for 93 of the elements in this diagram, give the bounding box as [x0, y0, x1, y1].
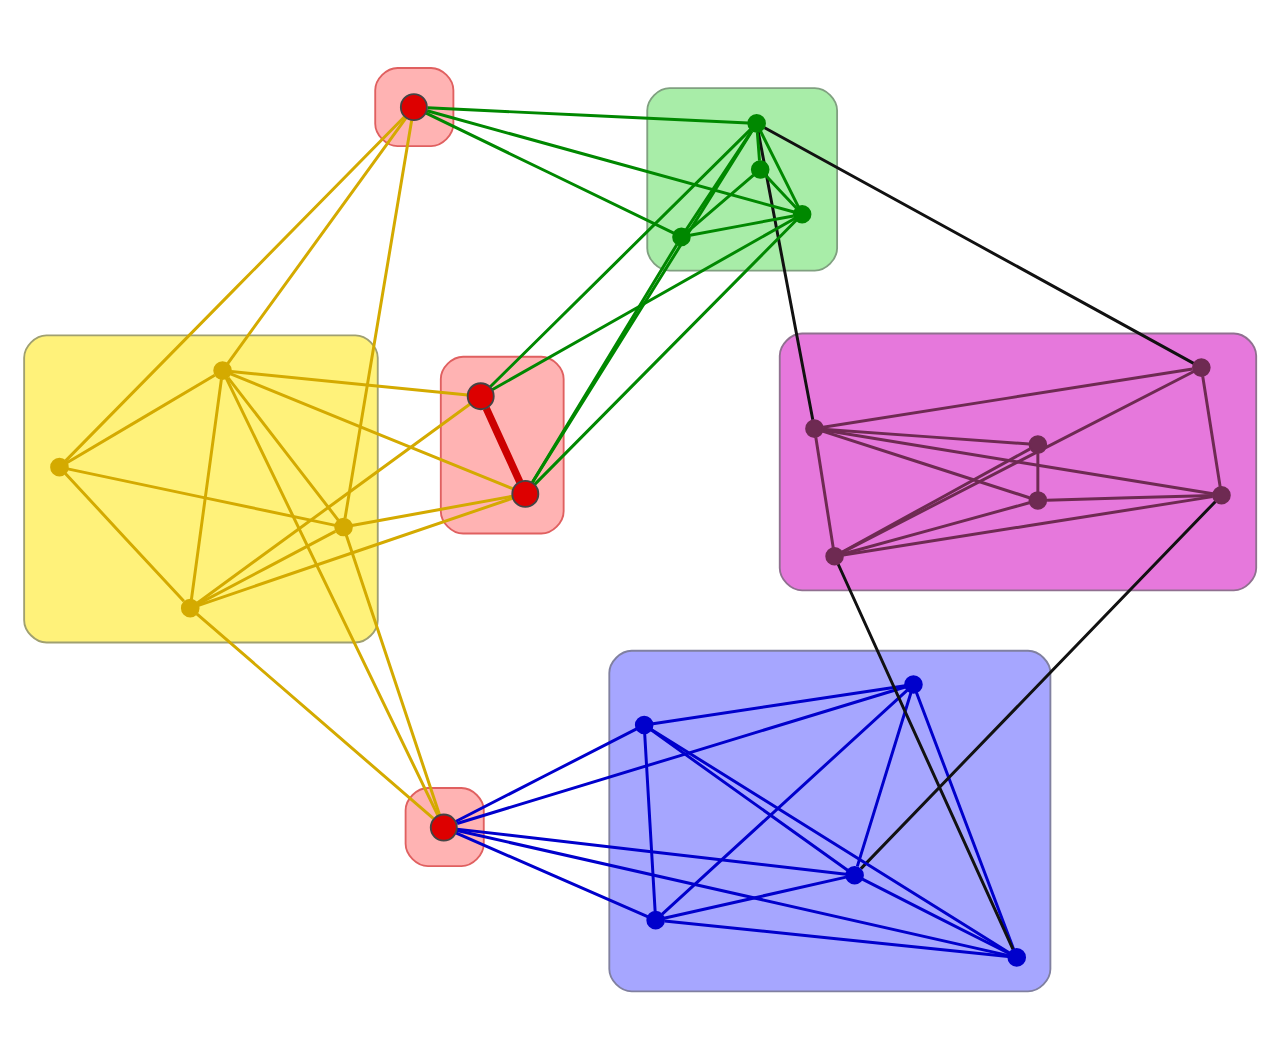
cluster	[778, 331, 1258, 591]
connector	[67, 466, 336, 526]
cluster	[646, 86, 838, 271]
node-circle	[634, 714, 654, 734]
connector	[822, 426, 1030, 445]
connector	[836, 562, 1015, 950]
node-circle	[1007, 947, 1027, 966]
connector	[456, 684, 906, 824]
connector	[765, 173, 798, 209]
connector	[195, 611, 435, 819]
connector	[482, 405, 524, 483]
connector	[64, 471, 185, 602]
node-circle	[825, 545, 844, 565]
connector	[1036, 452, 1040, 491]
node-circle	[466, 381, 495, 410]
connector	[198, 495, 514, 606]
connector	[842, 494, 1213, 556]
cluster	[608, 648, 1052, 992]
node-circle	[334, 516, 353, 536]
connector	[684, 129, 753, 230]
connector	[344, 533, 441, 815]
node-circle	[213, 360, 232, 379]
node-circle	[904, 674, 923, 693]
connector	[1201, 374, 1222, 487]
node-circle	[646, 909, 665, 929]
node-circle	[1028, 490, 1048, 509]
connector	[196, 402, 471, 604]
connector	[455, 726, 638, 822]
connector	[66, 372, 216, 464]
connector	[756, 130, 815, 420]
connector	[861, 876, 1010, 954]
connector	[822, 428, 1030, 499]
connector	[663, 874, 847, 919]
connector	[650, 727, 1011, 954]
connector	[226, 375, 340, 521]
node-circle	[672, 226, 691, 246]
connector	[822, 427, 1214, 495]
connector	[226, 116, 408, 364]
connector	[759, 129, 800, 207]
connector	[533, 218, 798, 485]
connector	[455, 830, 649, 917]
connector	[755, 131, 761, 160]
connector	[456, 826, 847, 875]
connector	[664, 918, 1009, 957]
connector	[650, 727, 849, 871]
connector	[822, 366, 1193, 428]
connector	[855, 691, 913, 866]
connector	[491, 216, 796, 391]
connector	[351, 493, 513, 526]
connector	[424, 110, 675, 234]
connector	[652, 683, 906, 725]
node-circle	[511, 478, 540, 507]
cluster	[439, 354, 565, 534]
node-circle	[399, 92, 428, 121]
cluster	[23, 333, 379, 643]
cluster	[374, 66, 455, 147]
connector	[842, 500, 1030, 555]
connector	[1047, 493, 1213, 501]
connector	[231, 368, 468, 396]
node-circle	[805, 418, 824, 437]
node-circle	[845, 864, 864, 884]
node-circle	[1192, 357, 1211, 376]
node-circle	[792, 204, 812, 223]
connector	[531, 242, 679, 482]
connector	[225, 376, 440, 816]
connector	[197, 529, 336, 605]
connector	[530, 129, 754, 483]
node-circle	[50, 456, 69, 476]
node-circle	[1028, 434, 1048, 453]
connector	[763, 125, 1195, 364]
connector	[643, 732, 657, 911]
connector	[488, 127, 752, 388]
connector	[859, 499, 1217, 869]
connector	[841, 369, 1195, 553]
connector	[814, 435, 835, 548]
node-circle	[1212, 484, 1231, 504]
connector	[689, 213, 794, 236]
node-circle	[180, 597, 200, 617]
connector	[230, 371, 514, 490]
connector	[426, 108, 795, 213]
connector	[343, 119, 414, 518]
connector	[189, 378, 223, 599]
cluster	[404, 786, 485, 867]
connector	[456, 828, 1009, 956]
connector	[687, 173, 755, 232]
node-circle	[747, 113, 766, 132]
connector	[915, 690, 1016, 950]
connector	[841, 446, 1031, 553]
node-circle	[750, 159, 770, 178]
connector	[64, 114, 406, 461]
connector	[427, 105, 749, 124]
connector	[661, 688, 909, 915]
node-circle	[429, 812, 458, 841]
